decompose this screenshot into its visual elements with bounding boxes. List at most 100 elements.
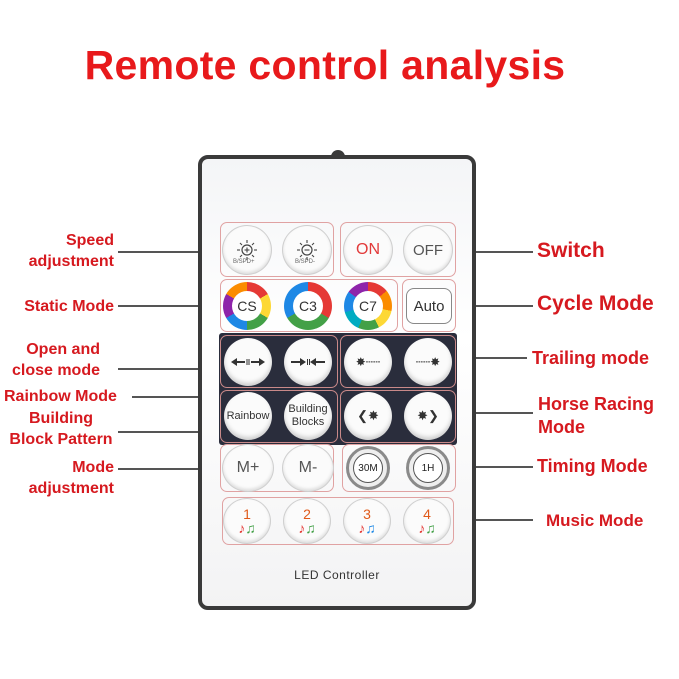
auto-button[interactable]: Auto — [406, 288, 452, 324]
music-mode-2-button[interactable]: 2 ♪♫ — [284, 499, 330, 543]
timer-1h-button[interactable]: 1H — [406, 446, 450, 490]
label-cycle-mode: Cycle Mode — [537, 292, 654, 315]
music-4-label: 4 — [423, 505, 431, 522]
group-mode-adjust — [220, 444, 334, 492]
label-horse-line1: Horse Racing — [538, 394, 655, 414]
group-timer — [342, 444, 456, 492]
group-music — [222, 497, 454, 545]
leader-line — [118, 251, 220, 253]
music-1-label: 1 — [243, 505, 251, 522]
c7-button[interactable]: C7 — [344, 282, 392, 330]
group-static — [220, 279, 398, 332]
remote-antenna-nub — [331, 150, 345, 157]
horse-racing-right-button[interactable]: ✸❯ — [404, 392, 452, 440]
label-trailing-mode: Trailing mode — [532, 348, 650, 368]
label-music-mode: Music Mode — [546, 511, 644, 530]
label-building-line1: Building — [29, 410, 93, 427]
trailing-right-button[interactable]: ┄┄✸ — [404, 338, 452, 386]
label-open-line1: Open and — [26, 341, 100, 358]
horse-racing-left-button[interactable]: ❮✸ — [344, 392, 392, 440]
brand-label: LED Controller — [294, 568, 380, 582]
leader-line — [455, 357, 527, 359]
leader-line — [118, 468, 220, 470]
music-note-icon: ♪♫ — [358, 519, 376, 536]
building-label-line2: Blocks — [291, 416, 325, 428]
off-button[interactable]: OFF — [404, 226, 452, 274]
timer-30m-button[interactable]: 30M — [346, 446, 390, 490]
label-static-mode: Static Mode — [24, 298, 114, 315]
mode-minus-label: M- — [298, 459, 318, 476]
rainbow-label: Rainbow — [226, 409, 270, 422]
horse-right-icon: ✸❯ — [417, 408, 439, 423]
group-open-close — [220, 335, 338, 388]
leader-line — [455, 519, 533, 521]
group-speed — [220, 222, 334, 277]
brightness-up-icon — [237, 240, 257, 260]
leader-line — [455, 466, 533, 468]
mode-minus-button[interactable]: M- — [283, 445, 333, 491]
horse-left-icon: ❮✸ — [357, 408, 379, 423]
label-horse-line2: Mode — [538, 417, 585, 437]
c3-button[interactable]: C3 — [284, 282, 332, 330]
c3-label: C3 — [293, 291, 323, 321]
music-mode-1-button[interactable]: 1 ♪♫ — [224, 499, 270, 543]
group-horse — [340, 390, 456, 443]
group-trailing — [340, 335, 456, 388]
on-button[interactable]: ON — [344, 226, 392, 274]
open-mode-button[interactable] — [224, 338, 272, 386]
close-arrows-icon — [291, 358, 325, 366]
timer-30m-label: 30M — [353, 453, 383, 483]
label-speed-line1: Speed — [65, 232, 114, 249]
leader-line — [455, 305, 533, 307]
building-label-line1: Building — [288, 403, 328, 415]
trailing-left-icon: ✸┄┄ — [355, 355, 381, 369]
building-blocks-button[interactable]: Building Blocks — [284, 392, 332, 440]
label-speed-line2: adjustment — [28, 253, 114, 270]
speed-down-sublabel: B/SPD- — [295, 259, 316, 265]
close-mode-button[interactable] — [284, 338, 332, 386]
group-rainbow — [220, 390, 338, 443]
leader-line — [118, 305, 220, 307]
leader-line — [455, 412, 533, 414]
label-mode-line1: Mode — [72, 459, 114, 476]
label-rainbow-mode: Rainbow Mode — [4, 388, 117, 405]
label-open-close: Open and close mode — [0, 339, 100, 381]
label-horse-racing: Horse Racing Mode — [538, 393, 654, 439]
group-switch — [340, 222, 456, 277]
label-mode-line2: adjustment — [28, 480, 114, 497]
c7-label: C7 — [353, 291, 383, 321]
on-label: ON — [356, 241, 380, 258]
leader-line — [132, 396, 220, 398]
cs-label: CS — [232, 291, 262, 321]
speed-up-button[interactable] — [223, 226, 271, 274]
music-note-icon: ♪♫ — [418, 519, 436, 536]
group-auto — [402, 279, 456, 332]
label-speed-adjustment: Speed adjustment — [8, 230, 114, 272]
music-note-icon: ♪♫ — [238, 519, 256, 536]
label-timing-mode: Timing Mode — [537, 456, 648, 476]
trailing-right-icon: ┄┄✸ — [415, 355, 441, 369]
label-building-block: Building Block Pattern — [6, 408, 116, 450]
open-arrows-icon — [231, 358, 265, 366]
label-open-line2: close mode — [11, 362, 100, 379]
label-mode-adjustment: Mode adjustment — [0, 457, 114, 499]
speed-up-sublabel: B/SPD+ — [233, 259, 255, 265]
trailing-left-button[interactable]: ✸┄┄ — [344, 338, 392, 386]
music-2-label: 2 — [303, 505, 311, 522]
leader-line — [118, 368, 220, 370]
music-mode-4-button[interactable]: 4 ♪♫ — [404, 499, 450, 543]
leader-line — [455, 251, 533, 253]
mode-plus-button[interactable]: M+ — [223, 445, 273, 491]
brightness-down-icon — [297, 240, 317, 260]
off-label: OFF — [413, 241, 443, 259]
page-title: Remote control analysis — [84, 42, 566, 88]
mode-plus-label: M+ — [236, 459, 260, 476]
cs-button[interactable]: CS — [223, 282, 271, 330]
music-3-label: 3 — [363, 505, 371, 522]
music-mode-3-button[interactable]: 3 ♪♫ — [344, 499, 390, 543]
speed-down-button[interactable] — [283, 226, 331, 274]
music-note-icon: ♪♫ — [298, 519, 316, 536]
rainbow-button[interactable]: Rainbow — [224, 392, 272, 440]
label-switch: Switch — [537, 239, 605, 262]
timer-1h-label: 1H — [413, 453, 443, 483]
